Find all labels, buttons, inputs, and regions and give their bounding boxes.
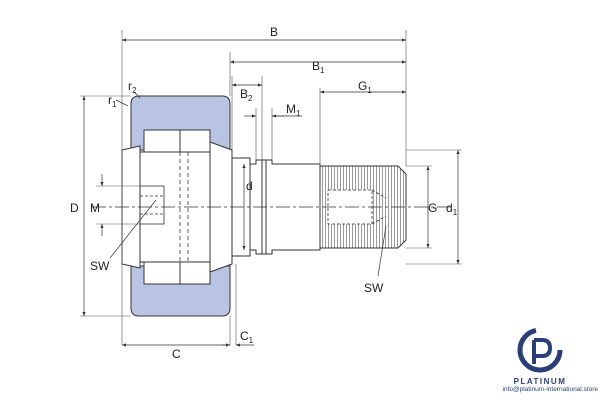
logo-brand-text: PLATINUM: [514, 377, 567, 386]
roller-bottom-left: [143, 261, 181, 285]
label-r1: r1: [108, 93, 117, 109]
leader-SW-left: [109, 199, 157, 259]
dimension-lines: [82, 38, 460, 347]
label-G1: G1: [358, 79, 372, 95]
label-M1: M1: [286, 102, 301, 118]
label-SW-left: SW: [90, 259, 110, 273]
roller-bottom-right: [179, 261, 211, 285]
extension-lines: [80, 30, 462, 345]
dimension-labels: B B1 B2 G1 M1 r2 r1 D M d G d1 SW SW C C…: [70, 25, 458, 361]
leader-r1: [115, 99, 129, 107]
roller-top-right: [179, 129, 211, 153]
label-G: G: [428, 201, 437, 215]
leader-r2: [133, 91, 141, 99]
contact-email: info@platinum-international.store: [502, 386, 598, 393]
label-B1: B1: [312, 59, 325, 75]
platinum-logo: PLATINUM: [514, 327, 567, 386]
label-C1: C1: [240, 329, 254, 345]
label-D: D: [70, 201, 79, 215]
hex-socket-left: [139, 152, 189, 262]
roller-top-left: [143, 129, 181, 153]
label-SW-right: SW: [364, 281, 384, 295]
label-r2: r2: [128, 79, 137, 95]
label-C: C: [172, 347, 181, 361]
label-d: d: [246, 179, 253, 193]
label-d1: d1: [446, 201, 458, 217]
leader-SW-right: [377, 225, 387, 277]
label-B: B: [270, 25, 278, 39]
label-B2: B2: [240, 87, 253, 103]
label-M: M: [90, 201, 100, 215]
